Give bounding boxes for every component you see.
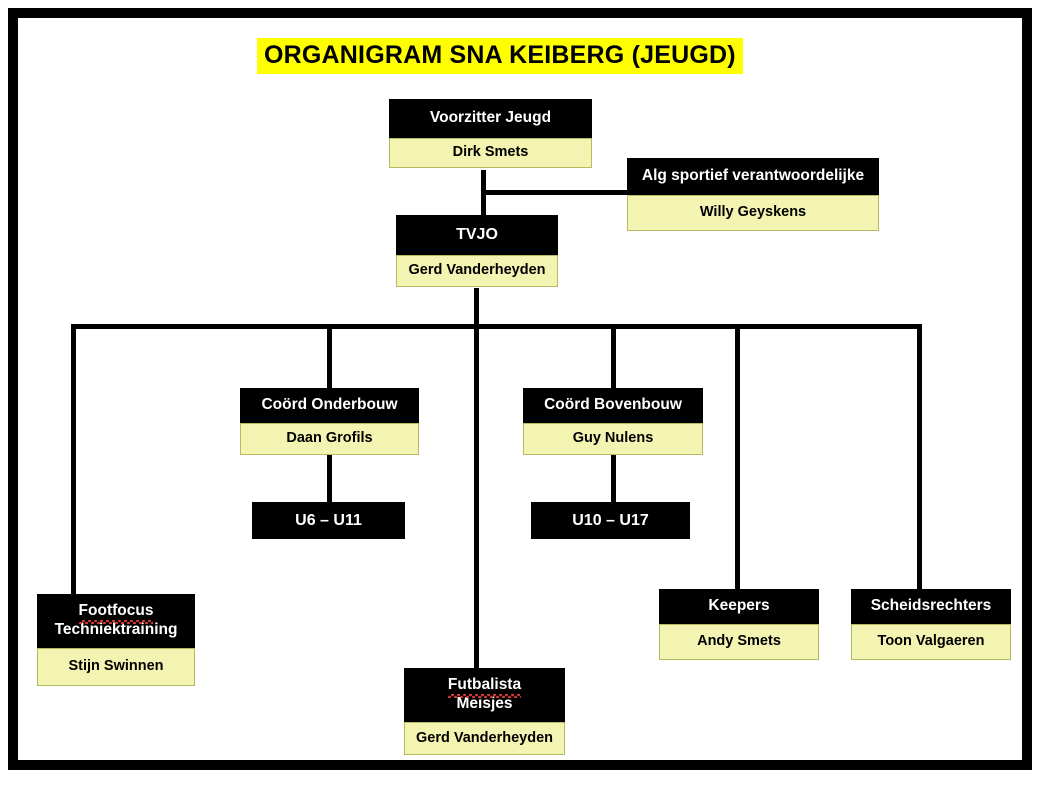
connector-bus-to-coord-onderbouw [327,324,332,388]
node-footfocus-role-line2: Techniektraining [54,621,178,638]
node-futbalista-role-line1: Futbalista [447,676,522,698]
connector-bus-to-coord-bovenbouw [611,324,616,388]
node-voorzitter-jeugd[interactable]: Voorzitter Jeugd Dirk Smets [389,99,592,168]
node-footfocus-role: Footfocus Techniektraining [37,594,195,648]
node-keepers-role: Keepers [659,589,819,624]
node-coord-onderbouw-person: Daan Grofils [240,423,419,455]
node-footfocus-techniektraining[interactable]: Footfocus Techniektraining Stijn Swinnen [37,594,195,686]
node-futbalista-role-line2: Meisjes [456,695,513,712]
node-u10-u17-role: U10 – U17 [531,502,690,539]
connector-main-bus [71,324,922,329]
node-futbalista-meisjes[interactable]: Futbalista Meisjes Gerd Vanderheyden [404,668,565,755]
connector-bus-to-scheidsrechters [917,324,922,589]
node-voorzitter-jeugd-person: Dirk Smets [389,138,592,168]
node-futbalista-person: Gerd Vanderheyden [404,722,565,755]
connector-voorzitter-to-tvjo [481,170,486,228]
node-futbalista-role: Futbalista Meisjes [404,668,565,722]
node-tvjo-person: Gerd Vanderheyden [396,255,558,287]
node-voorzitter-jeugd-role: Voorzitter Jeugd [389,99,592,138]
node-keepers[interactable]: Keepers Andy Smets [659,589,819,660]
node-scheidsrechters-role: Scheidsrechters [851,589,1011,624]
node-keepers-person: Andy Smets [659,624,819,660]
connector-bovenbouw-to-u10-u17 [611,455,616,502]
node-u6-u11-role: U6 – U11 [252,502,405,539]
connector-bus-to-footfocus [71,324,76,595]
node-coord-onderbouw[interactable]: Coörd Onderbouw Daan Grofils [240,388,419,455]
node-coord-bovenbouw-role: Coörd Bovenbouw [523,388,703,423]
connector-tvjo-to-bus [474,288,479,328]
node-scheidsrechters[interactable]: Scheidsrechters Toon Valgaeren [851,589,1011,660]
node-alg-sportief-verantwoordelijke[interactable]: Alg sportief verantwoordelijke Willy Gey… [627,158,879,231]
connector-bus-to-futbalista [474,324,479,668]
node-tvjo[interactable]: TVJO Gerd Vanderheyden [396,215,558,287]
node-coord-onderbouw-role: Coörd Onderbouw [240,388,419,423]
node-coord-bovenbouw[interactable]: Coörd Bovenbouw Guy Nulens [523,388,703,455]
node-u10-u17[interactable]: U10 – U17 [531,502,690,539]
node-scheidsrechters-person: Toon Valgaeren [851,624,1011,660]
node-footfocus-person: Stijn Swinnen [37,648,195,686]
node-coord-bovenbouw-person: Guy Nulens [523,423,703,455]
node-alg-sportief-role: Alg sportief verantwoordelijke [627,158,879,195]
page-title: ORGANIGRAM SNA KEIBERG (JEUGD) [257,38,743,74]
node-alg-sportief-person: Willy Geyskens [627,195,879,231]
connector-onderbouw-to-u6-u11 [327,455,332,502]
node-u6-u11[interactable]: U6 – U11 [252,502,405,539]
connector-voorzitter-to-alg-sportief [481,190,631,195]
node-tvjo-role: TVJO [396,215,558,255]
connector-bus-to-keepers [735,324,740,589]
node-footfocus-role-line1: Footfocus [78,602,154,624]
